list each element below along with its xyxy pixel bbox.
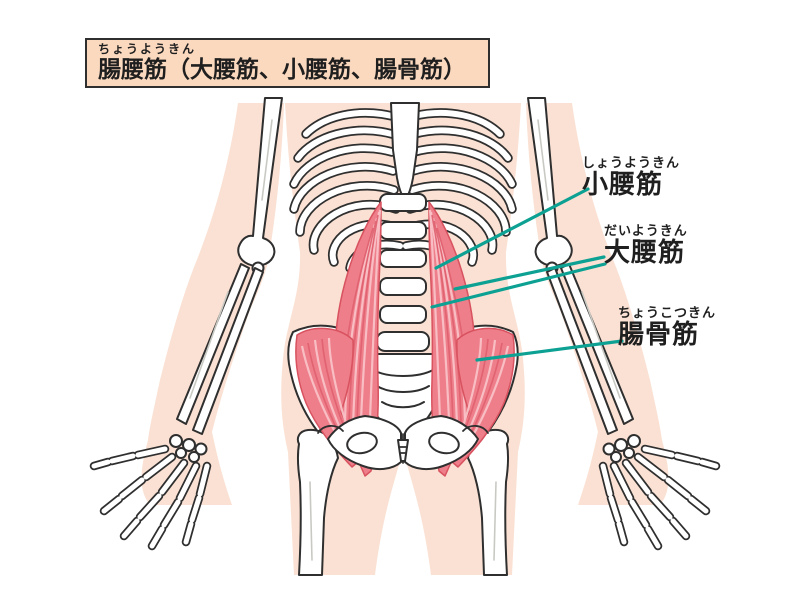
label-psoas-minor: しょうようきん 小腰筋 xyxy=(582,155,681,199)
label-iliacus: ちょうこつきん 腸骨筋 xyxy=(618,305,717,349)
left-femur xyxy=(296,428,339,576)
right-ulna xyxy=(546,267,618,435)
right-hand-bones xyxy=(603,434,716,546)
left-humerus xyxy=(237,97,283,267)
right-obturator-foramen xyxy=(428,431,460,455)
leader-lines xyxy=(430,187,624,362)
left-ulna xyxy=(192,267,264,435)
label-psoas-minor-furigana: しょうようきん xyxy=(582,155,681,170)
coccyx xyxy=(397,439,409,462)
leader-line-psoas-major-upper xyxy=(453,255,606,291)
leader-line-psoas-major-lower xyxy=(430,262,607,309)
title-furigana: ちょうようきん xyxy=(98,42,197,56)
left-arm-bones xyxy=(176,97,283,435)
right-humerus xyxy=(527,97,573,267)
page-title: 腸腰筋（大腰筋、小腰筋、腸骨筋） xyxy=(98,56,466,82)
label-iliacus-furigana: ちょうこつきん xyxy=(618,305,717,320)
pelvis-pubis xyxy=(317,415,489,471)
left-arm-skin xyxy=(141,103,284,505)
label-iliacus-text: 腸骨筋 xyxy=(618,319,700,349)
label-psoas-major-text: 大腰筋 xyxy=(604,237,686,267)
label-psoas-minor-text: 小腰筋 xyxy=(582,169,664,199)
leader-line-psoas-minor xyxy=(434,187,590,270)
label-psoas-major: だいようきん 大腰筋 xyxy=(604,223,688,267)
label-psoas-major-furigana: だいようきん xyxy=(604,223,688,238)
leader-line-iliacus xyxy=(475,339,624,362)
title-box: ちょうようきん 腸腰筋（大腰筋、小腰筋、腸骨筋） xyxy=(85,38,490,88)
left-obturator-foramen xyxy=(346,431,378,455)
right-femur xyxy=(467,428,510,576)
left-hand-bones xyxy=(94,434,207,546)
